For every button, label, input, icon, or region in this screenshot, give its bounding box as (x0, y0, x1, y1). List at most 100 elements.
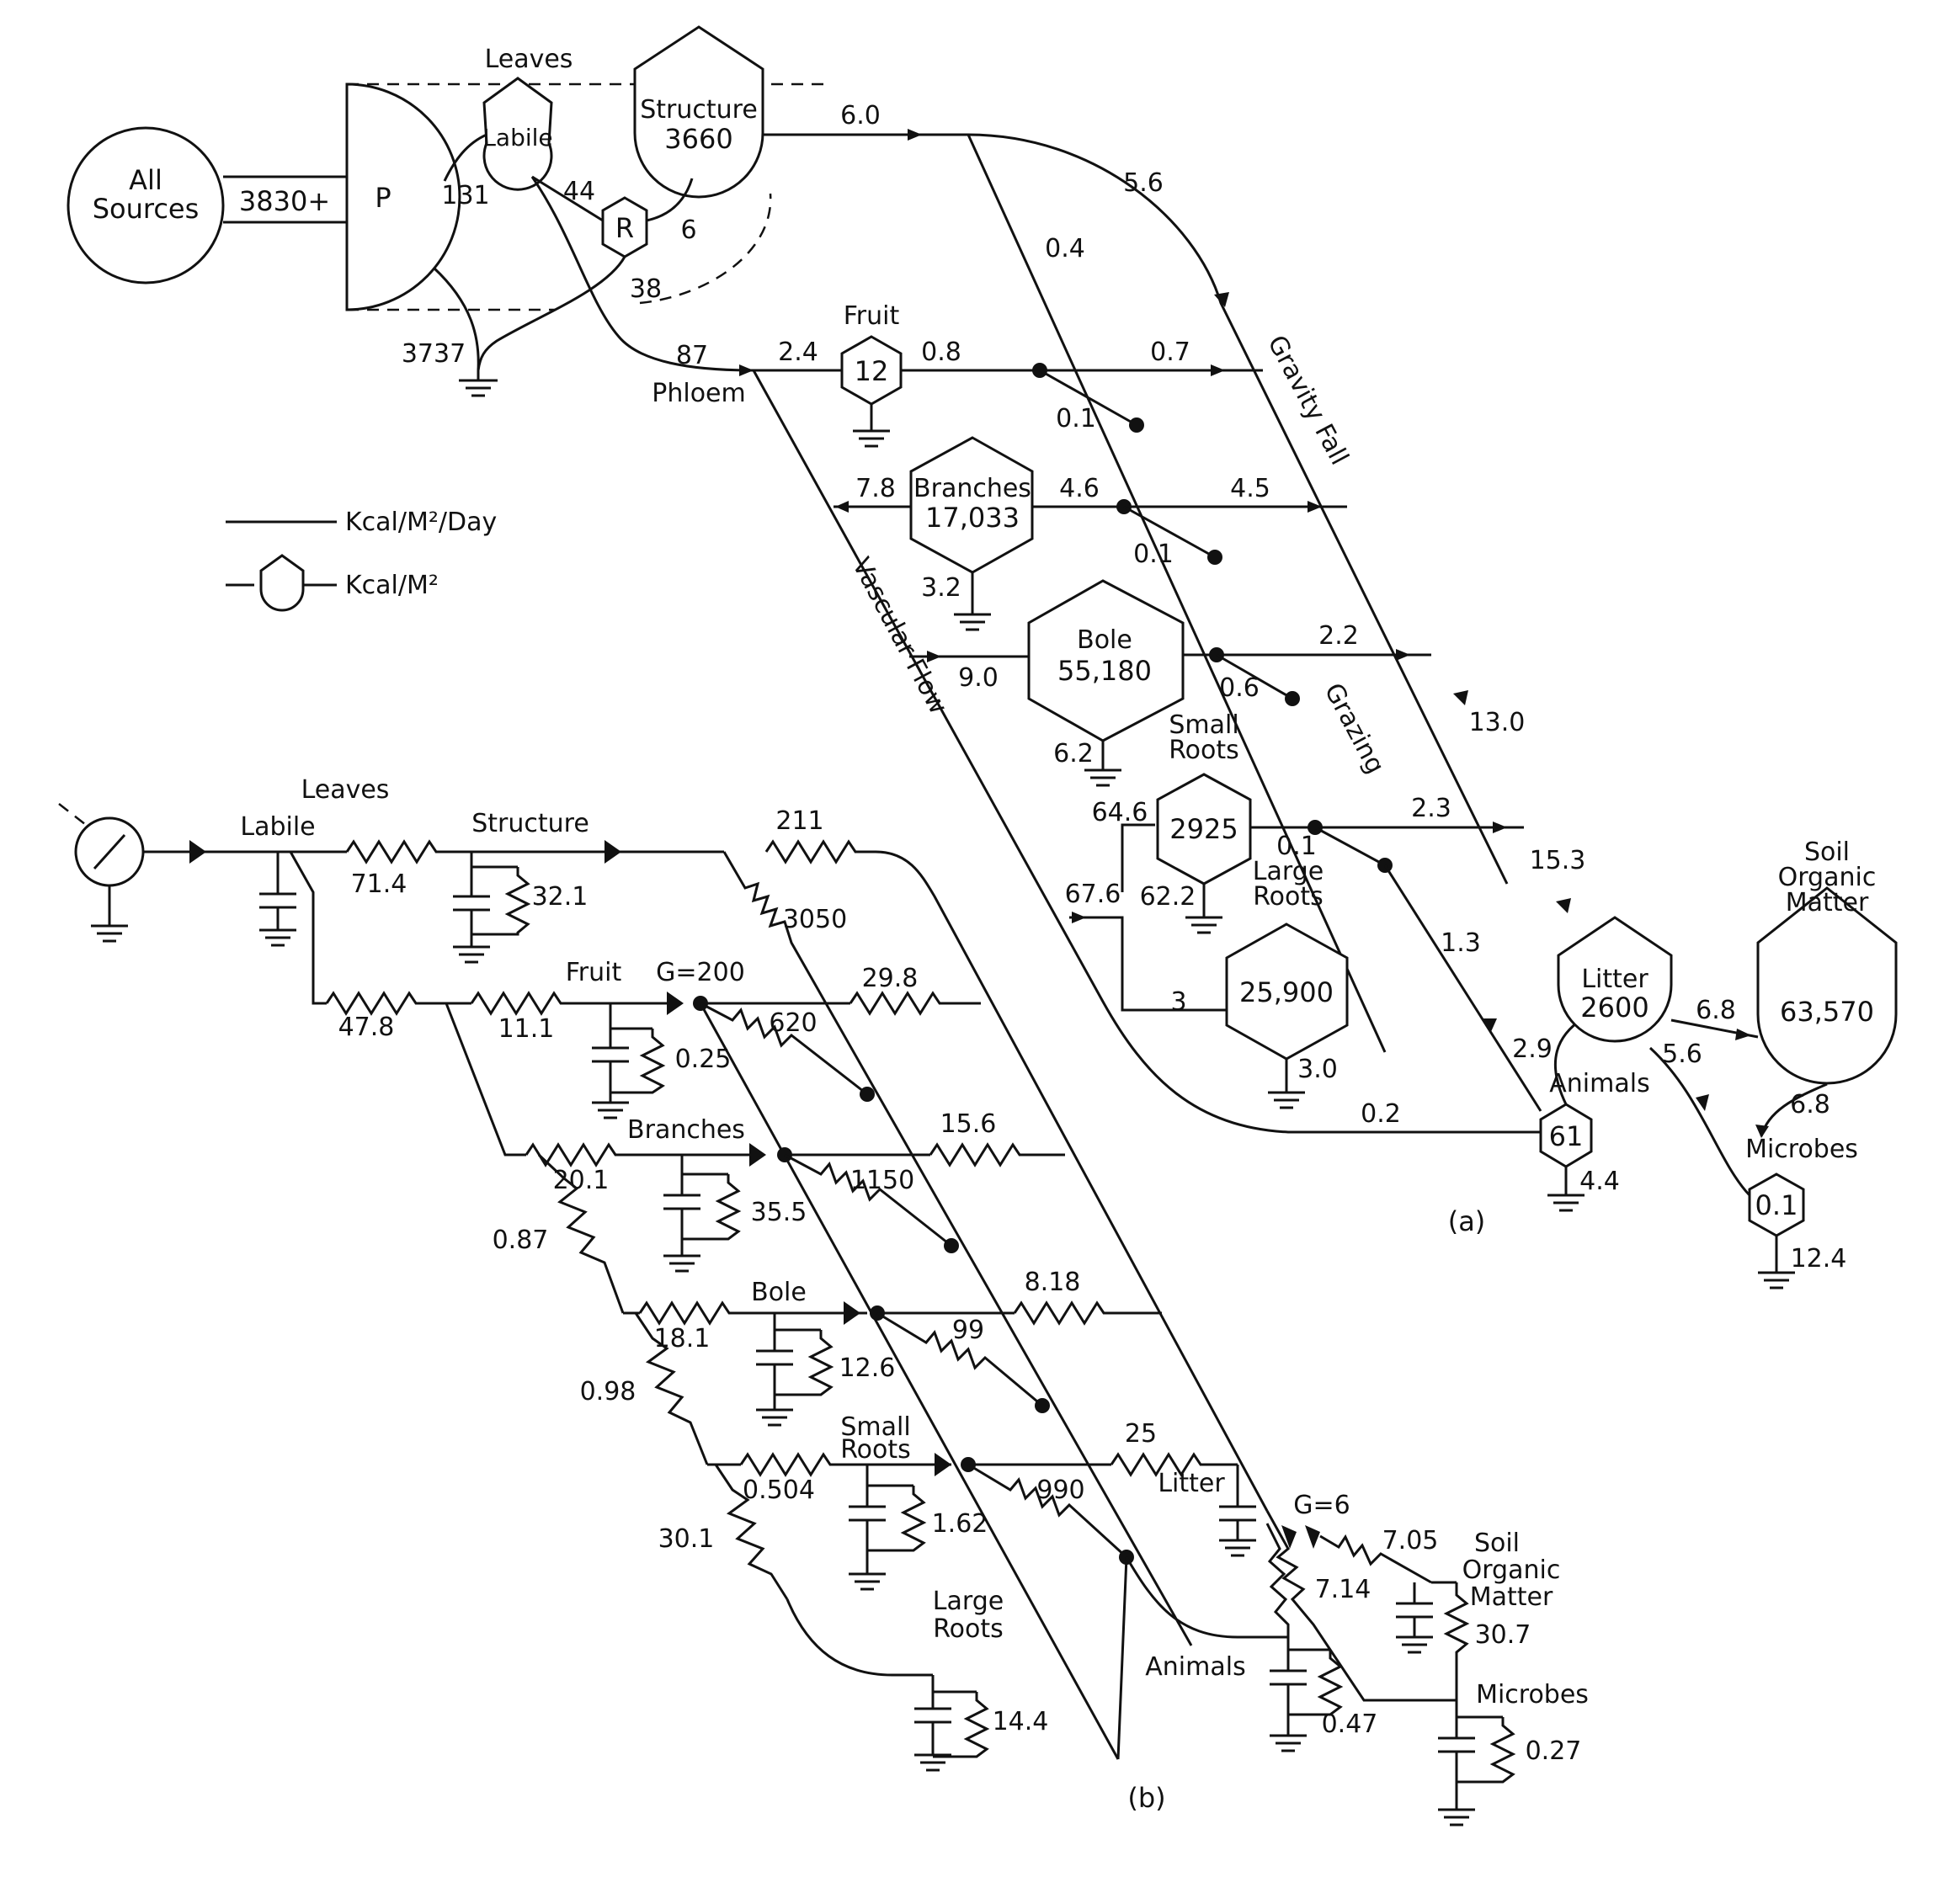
all-sources-label-1: All (129, 164, 162, 196)
flow-9.0: 9.0 (958, 663, 999, 693)
r-990: 990 (1036, 1476, 1084, 1505)
b-small-roots-label-1: Small (840, 1412, 910, 1442)
som-label-3: Matter (1786, 888, 1869, 917)
b-labile-label: Labile (240, 812, 315, 842)
r-12.6: 12.6 (839, 1353, 896, 1383)
b-som-label-2: Organic (1462, 1555, 1561, 1585)
flow-67.6: 67.6 (1065, 880, 1121, 909)
r-0.25: 0.25 (675, 1045, 732, 1074)
b-small-roots-label-2: Roots (840, 1435, 911, 1465)
branches-value: 17,033 (925, 502, 1020, 534)
b-branches-label: Branches (627, 1115, 745, 1145)
r-0.47: 0.47 (1322, 1710, 1378, 1739)
microbes-value: 0.1 (1755, 1189, 1798, 1221)
small-roots-label-1: Small (1169, 710, 1238, 740)
flow-62.2: 62.2 (1140, 882, 1196, 912)
r-211: 211 (775, 806, 823, 836)
b-animals-label: Animals (1145, 1652, 1245, 1682)
bole-label: Bole (1077, 625, 1132, 655)
r-3050: 3050 (783, 905, 847, 934)
b-som-label-1: Soil (1474, 1529, 1520, 1558)
flow-38: 38 (630, 274, 662, 304)
producer-node (345, 82, 461, 311)
structure-storage (633, 25, 764, 199)
som-label-1: Soil (1804, 837, 1850, 867)
flow-5.6: 5.6 (1123, 168, 1164, 198)
r-1150: 1150 (850, 1166, 914, 1195)
r-7.14: 7.14 (1315, 1575, 1371, 1604)
panel-a-caption: (a) (1448, 1205, 1486, 1237)
r-8.18: 8.18 (1025, 1268, 1081, 1297)
flow-0.1-small-roots: 0.1 (1276, 832, 1317, 861)
flow-4.5: 4.5 (1230, 474, 1270, 503)
flow-131: 131 (441, 181, 489, 210)
producer-label: P (375, 182, 391, 214)
r-11.1: 11.1 (498, 1014, 555, 1044)
panel-b-caption: (b) (1127, 1782, 1165, 1814)
source-flow-value: 3830+ (239, 185, 330, 217)
flow-6: 6 (680, 215, 696, 245)
legend-flow-label: Kcal/M²/Day (345, 508, 497, 537)
r-7.05: 7.05 (1382, 1526, 1439, 1555)
litter-label: Litter (1581, 965, 1648, 994)
flow-0.6: 0.6 (1219, 673, 1260, 703)
r-30.7: 30.7 (1475, 1620, 1531, 1650)
r-0.27: 0.27 (1526, 1736, 1582, 1766)
b-structure-label: Structure (471, 809, 589, 838)
flow-7.8: 7.8 (855, 474, 896, 503)
litter-value: 2600 (1580, 992, 1648, 1024)
labile-label: Labile (482, 124, 552, 152)
flow-4.6: 4.6 (1059, 474, 1100, 503)
flow-0.1-fruit: 0.1 (1056, 404, 1096, 433)
all-sources-node (67, 126, 225, 284)
flow-87: 87 (676, 341, 708, 370)
flow-4.4: 4.4 (1579, 1167, 1620, 1196)
flow-13.0: 13.0 (1469, 708, 1526, 737)
b-leaves-label: Leaves (301, 775, 390, 805)
flow-2.4: 2.4 (778, 338, 818, 367)
r-0.504: 0.504 (743, 1476, 815, 1505)
litter-storage (1557, 916, 1673, 1043)
b-fruit-label: Fruit (566, 958, 622, 987)
flow-3.2: 3.2 (921, 573, 961, 603)
flow-6.8-microbes: 6.8 (1790, 1090, 1830, 1119)
r-47.8: 47.8 (338, 1013, 395, 1042)
labile-storage (482, 77, 553, 191)
flow-6.2: 6.2 (1053, 739, 1094, 768)
flow-44: 44 (563, 177, 595, 206)
flow-3: 3 (1170, 987, 1186, 1017)
flow-2.9: 2.9 (1512, 1034, 1553, 1064)
r-1.62: 1.62 (932, 1509, 988, 1539)
flow-0.8: 0.8 (921, 338, 961, 367)
small-roots-value: 2925 (1169, 813, 1238, 845)
r-30.1: 30.1 (658, 1524, 715, 1554)
flow-0.1-branches: 0.1 (1133, 540, 1174, 569)
r-15.6: 15.6 (940, 1109, 997, 1139)
r-18.1: 18.1 (654, 1324, 711, 1353)
flow-12.4: 12.4 (1791, 1244, 1847, 1274)
large-roots-label-1: Large (1253, 857, 1324, 886)
flow-15.3: 15.3 (1530, 846, 1586, 875)
b-bole-label: Bole (751, 1278, 807, 1307)
flow-2.2: 2.2 (1318, 621, 1359, 651)
microbes-label: Microbes (1745, 1135, 1858, 1164)
flow-3.0: 3.0 (1297, 1055, 1338, 1084)
respiration-label: R (615, 212, 634, 244)
branches-label: Branches (913, 474, 1031, 503)
grazing-label: Grazing (1318, 678, 1390, 779)
all-sources-label-2: Sources (93, 193, 200, 225)
b-litter-gain: G=6 (1293, 1491, 1350, 1520)
animals-label: Animals (1549, 1069, 1649, 1098)
bole-value: 55,180 (1057, 655, 1152, 687)
panel-a: All Sources 3830+ P Leaves Labile Struct… (67, 25, 1898, 1289)
large-roots-value: 25,900 (1239, 976, 1334, 1008)
flow-0.4: 0.4 (1045, 234, 1085, 263)
flow-2.3: 2.3 (1411, 794, 1451, 823)
som-label-2: Organic (1778, 863, 1877, 892)
legend: Kcal/M²/Day Kcal/M² (226, 508, 497, 612)
b-litter-label: Litter (1158, 1469, 1225, 1498)
r-14.4: 14.4 (993, 1707, 1049, 1736)
fruit-value: 12 (855, 355, 889, 387)
b-large-roots-label-1: Large (933, 1587, 1004, 1616)
